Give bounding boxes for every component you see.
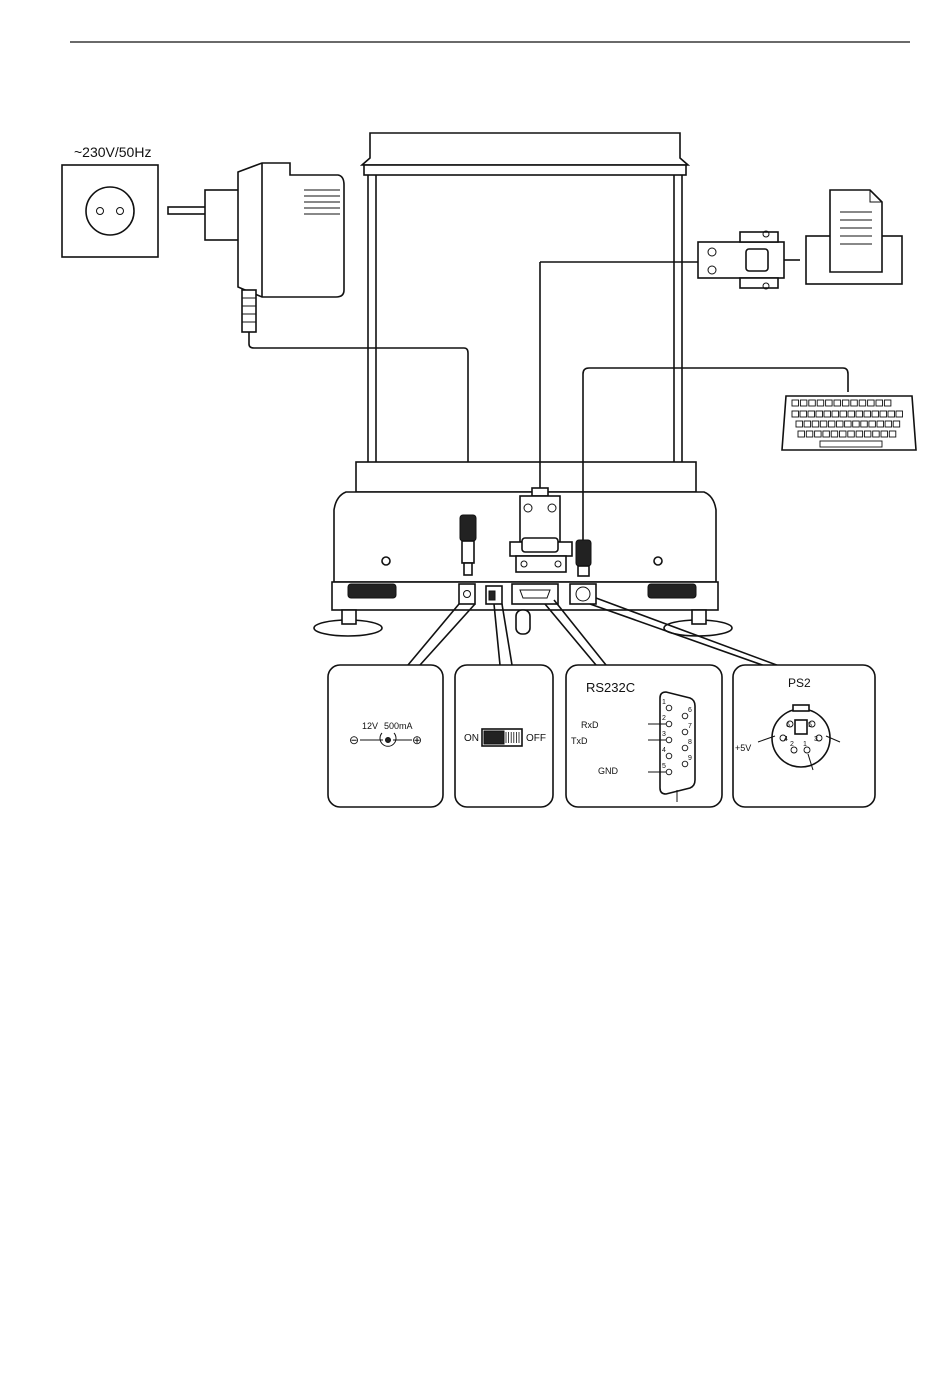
serial-adapter <box>698 231 800 289</box>
db9-pin-label: 9 <box>688 755 692 762</box>
db9-pin-label: 4 <box>662 747 666 754</box>
db9-pin-label: 5 <box>662 763 666 770</box>
power-voltage-label: 12V <box>362 721 378 731</box>
ps2-vcc-label: +5V <box>735 743 751 753</box>
db9-pin-label: 6 <box>688 707 692 714</box>
db9-pin-3 <box>666 737 672 743</box>
keyboard <box>782 396 916 450</box>
db9-pin-6 <box>682 713 688 719</box>
wall-socket: ~230V/50Hz <box>62 144 158 257</box>
gnd-label: GND <box>598 766 619 776</box>
db9-pin-2 <box>666 721 672 727</box>
plus-icon: ⊕ <box>412 733 422 747</box>
switch-on-label: ON <box>464 733 479 744</box>
rs232c-title: RS232C <box>586 680 635 695</box>
ps2-pin-label: 3 <box>814 736 818 743</box>
supply-label: ~230V/50Hz <box>74 144 151 160</box>
db9-pin-label: 8 <box>688 739 692 746</box>
minus-icon: ⊖ <box>349 733 359 747</box>
power-current-label: 500mA <box>384 721 413 731</box>
ps2-pin-label: 4 <box>784 736 788 743</box>
switch-off-label: OFF <box>526 733 546 744</box>
db9-pin-5 <box>666 769 672 775</box>
db9-pin-8 <box>682 745 688 751</box>
power-input-panel: 12V 500mA ⊖ ⊕ <box>328 665 443 807</box>
ps2-pin-label: 6 <box>786 722 790 729</box>
db9-pin-label: 1 <box>662 699 666 706</box>
rxd-label: RxD <box>581 720 599 730</box>
ps2-pin-label: 1 <box>803 741 807 748</box>
balance-draft-shield <box>356 133 696 492</box>
db9-pin-4 <box>666 753 672 759</box>
rs232c-panel: RS232C RxD TxD GND 1 2 3 4 5 6 7 8 9 <box>566 665 722 807</box>
db9-pin-label: 3 <box>662 731 666 738</box>
db9-pin-9 <box>682 761 688 767</box>
printer <box>806 190 902 284</box>
ps2-title: PS2 <box>788 676 811 690</box>
ps2-pin-label: 2 <box>790 741 794 748</box>
db9-pin-1 <box>666 705 672 711</box>
txd-label: TxD <box>571 736 588 746</box>
db9-pin-label: 7 <box>688 723 692 730</box>
db9-pin-7 <box>682 729 688 735</box>
db9-pin-label: 2 <box>662 715 666 722</box>
ps2-pin-label: 5 <box>808 722 812 729</box>
power-switch-panel: ON OFF <box>455 665 553 807</box>
ps2-panel: PS2 +5V 1 2 3 4 5 6 <box>733 665 875 807</box>
